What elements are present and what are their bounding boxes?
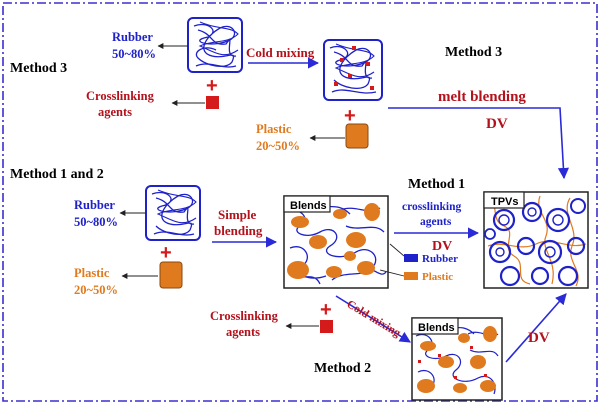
plus-icon: + [206,75,218,97]
plus-icon-2: + [344,105,356,127]
plastic-top-label: Plastic [256,122,292,136]
plastic-mid-pct: 20~50% [74,283,118,297]
blends-box-title: Blends [290,200,327,212]
tpvs-title: TPVs [491,196,519,208]
method1-label: Method 1 [408,177,465,192]
simple-blending-2: blending [214,223,263,238]
simple-blending-1: Simple [218,207,257,222]
rubber-top-pct: 50~80% [112,47,156,61]
blends-box-small [411,317,503,401]
blends-box-small-title: Blends [418,322,455,334]
dv-top-label: DV [486,116,508,132]
dv-bot-label: DV [528,330,550,346]
tpvs-box [483,191,589,289]
method3-left-label: Method 3 [10,61,67,76]
method2-label: Method 2 [314,361,371,376]
legend-pointer-plastic [379,269,405,277]
melt-blending-label: melt blending [438,89,526,105]
plus-icon-3: + [160,242,172,264]
rubber-top-label: Rubber [112,30,153,44]
plastic-mid-label: Plastic [74,266,110,280]
method2-dv-arrow [505,293,567,363]
blends-box-large [283,195,389,289]
legend-pointer-rubber [389,243,405,257]
rubber-mid-label: Rubber [74,198,115,212]
legend-plastic-swatch [404,272,418,280]
crosslink-mid-1: crosslinking [402,201,461,213]
method3-right-label: Method 3 [445,45,502,60]
cold-mixing-bot-arrow [335,295,411,343]
mixed-box-top [323,39,383,101]
crosslinker-square-bot [320,320,333,333]
plastic-top-pct: 20~50% [256,139,300,153]
crosslink-top-1: Crosslinking [86,89,155,103]
crosslink-bot-2: agents [226,325,260,339]
plastic-block-mid [159,261,183,289]
legend-rubber-label: Rubber [422,253,458,265]
crosslink-mid-2: agents [420,216,452,228]
method12-label: Method 1 and 2 [10,167,104,182]
cold-mixing-top-label: Cold mixing [246,45,315,60]
crosslink-top-2: agents [98,105,132,119]
rubber-box-mid [145,185,201,241]
melt-blending-arrow [388,107,570,180]
plastic-block-top [345,123,369,149]
crosslink-bot-1: Crosslinking [210,309,279,323]
crosslinker-square-top [206,96,219,109]
rubber-box-top [187,17,243,73]
legend-plastic-label: Plastic [422,271,453,283]
plus-icon-4: + [320,299,332,321]
rubber-mid-pct: 50~80% [74,215,118,229]
legend-rubber-swatch [404,254,418,262]
dv-mid-label: DV [432,239,452,254]
cold-mixing-bot-label: Cold mixing [344,298,402,340]
